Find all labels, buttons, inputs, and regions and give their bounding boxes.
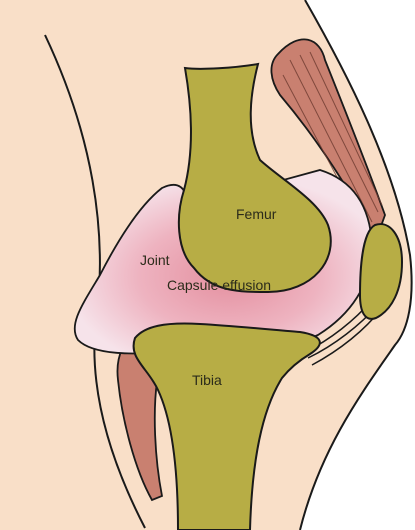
label-joint: Joint bbox=[140, 252, 170, 268]
label-capsule-effusion: Capsule effusion bbox=[167, 277, 271, 293]
label-tibia: Tibia bbox=[192, 372, 222, 388]
label-femur: Femur bbox=[236, 206, 277, 222]
